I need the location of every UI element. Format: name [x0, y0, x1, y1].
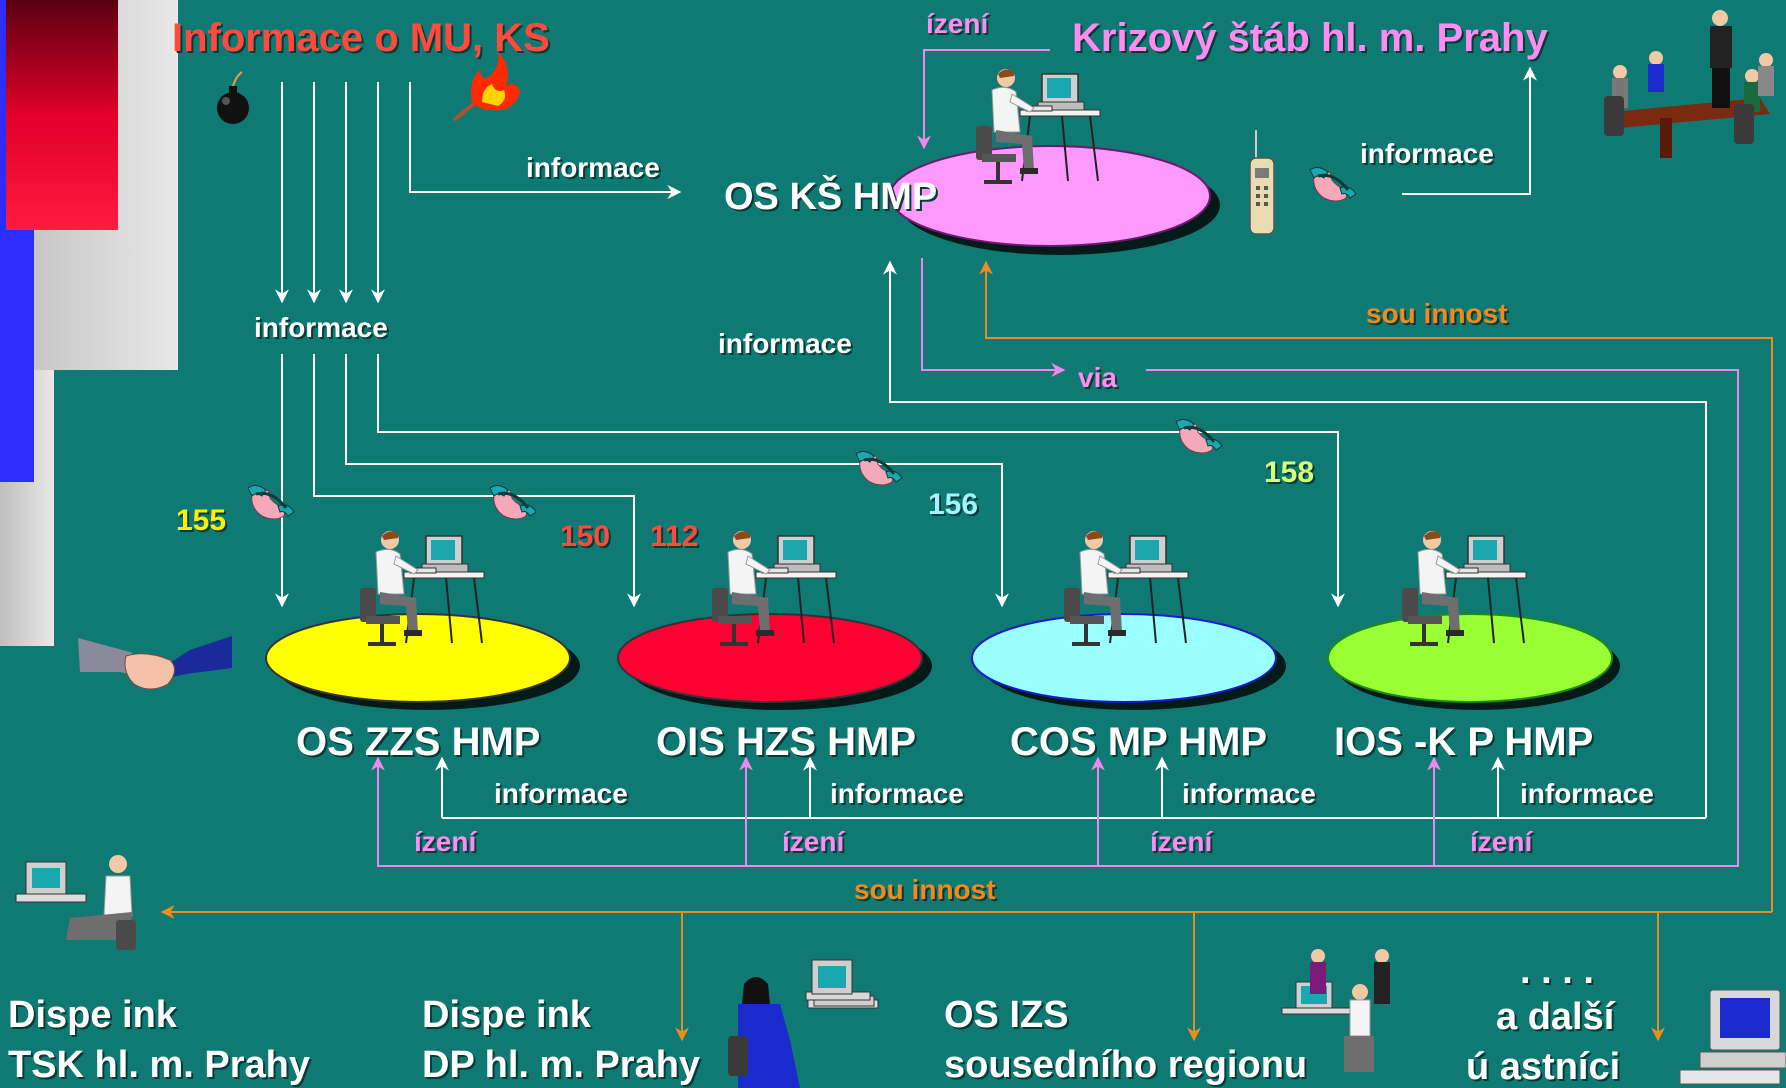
phone-number-150: 150	[560, 520, 611, 553]
dp-operator-icon	[728, 959, 879, 1088]
informace-center-label: informace	[718, 328, 852, 359]
computer-icon	[1679, 989, 1786, 1085]
izs-label-line1: OS IZS	[944, 994, 1069, 1036]
center-label-mp: COS MP HMP	[1010, 720, 1268, 764]
tsk-label-line2: TSK hl. m. Prahy	[8, 1044, 310, 1086]
telephone-icon	[854, 449, 904, 487]
info-title: Informace o MU, KS	[172, 16, 550, 60]
ios-kp-hmp-node	[1327, 529, 1620, 710]
center-label-kp: IOS -K P HMP	[1334, 720, 1594, 764]
telephone-icon	[1174, 417, 1224, 455]
informace-right-label: informace	[1360, 138, 1494, 169]
informace-top-label: informace	[526, 152, 660, 183]
telephone-icon	[1308, 165, 1358, 203]
meeting-icon	[1604, 10, 1774, 158]
izeni-label-zzs: ízení	[414, 826, 477, 857]
izeni-arrows	[371, 49, 1739, 867]
mobile-phone-icon	[1249, 130, 1275, 235]
phone-number-112: 112	[650, 520, 699, 553]
informace-label-mp: informace	[1182, 778, 1316, 809]
informace-left-label: informace	[254, 312, 388, 343]
center-node-label: OS KŠ HMP	[724, 176, 938, 218]
dp-label-line2: DP hl. m. Prahy	[422, 1044, 701, 1086]
soucinnost-top-label: sou innost	[1366, 298, 1508, 329]
izeni-label-hzs: ízení	[782, 826, 845, 857]
informace-label-zzs: informace	[494, 778, 628, 809]
phone-number-158: 158	[1264, 456, 1315, 489]
dp-label-line1: Dispe ink	[422, 994, 591, 1036]
info-bus-bottom	[435, 66, 1707, 819]
izs-group-icon	[1281, 949, 1390, 1072]
others-label-line1: a další	[1496, 996, 1615, 1038]
soucinnost-bottom-label: sou innost	[854, 874, 996, 905]
soucinnost-arrows	[160, 260, 1773, 1042]
others-dots: . . . .	[1520, 950, 1594, 992]
center-label-hzs: OIS HZS HMP	[656, 720, 917, 764]
izeni-label-mp: ízení	[1150, 826, 1213, 857]
izeni-label-kp: ízení	[1470, 826, 1533, 857]
decor-red-bar	[6, 0, 118, 230]
izs-label-line2: sousedního regionu	[944, 1044, 1308, 1086]
cos-mp-hmp-node	[971, 529, 1286, 710]
info-arrows-top	[275, 82, 682, 304]
os-ks-hmp-node	[889, 67, 1220, 255]
informace-label-kp: informace	[1520, 778, 1654, 809]
ois-hzs-hmp-node	[617, 529, 932, 710]
informace-label-hzs: informace	[830, 778, 964, 809]
os-zzs-hmp-node	[265, 529, 580, 710]
tsk-operator-icon	[15, 855, 136, 950]
center-label-zzs: OS ZZS HMP	[296, 720, 541, 764]
telephone-icon	[488, 483, 538, 521]
phone-number-156: 156	[928, 488, 979, 521]
bomb-icon	[217, 71, 249, 124]
phone-number-155: 155	[176, 504, 227, 537]
telephone-icon	[246, 483, 296, 521]
fire-icon	[452, 52, 520, 122]
info-arrows-distribution	[275, 354, 1345, 608]
handshake-icon	[78, 636, 232, 690]
crisis-staff-title: Krizový štáb hl. m. Prahy	[1072, 16, 1548, 60]
izeni-top-label: ízení	[926, 8, 989, 39]
tsk-label-line1: Dispe ink	[8, 994, 177, 1036]
via-label: via	[1078, 362, 1117, 393]
others-label-line2: ú astníci	[1466, 1046, 1621, 1088]
